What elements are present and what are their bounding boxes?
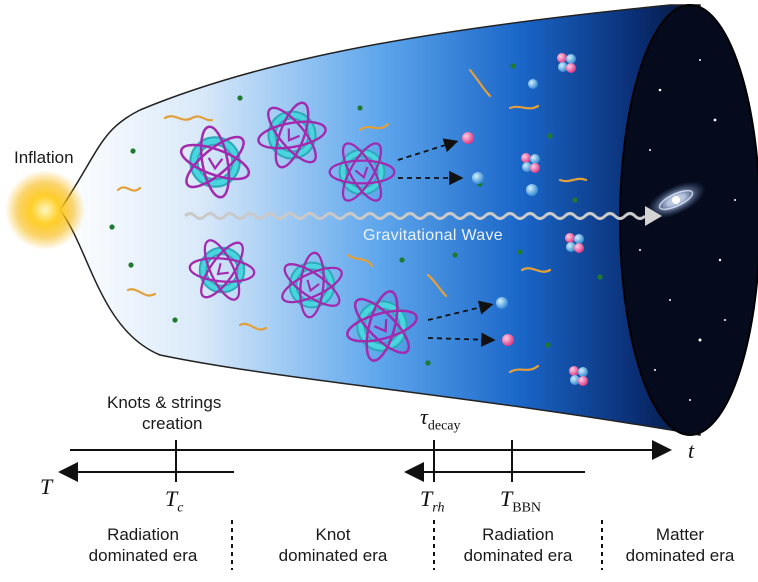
era-line1: Knot — [315, 525, 351, 544]
era-line2: dominated era — [88, 546, 198, 565]
T-axis-label: T — [40, 474, 53, 499]
nucleus-icon — [521, 53, 588, 386]
gravitational-wave-label: Gravitational Wave — [363, 227, 503, 244]
wave-arrow-head — [645, 206, 662, 226]
era-line2: dominated era — [625, 546, 735, 565]
galaxy-icon — [646, 181, 706, 219]
stars — [639, 59, 736, 401]
knots-creation-label-1: Knots & strings — [107, 393, 222, 412]
sun-glow-icon — [5, 170, 85, 250]
era-radiation-2: Radiation dominated era — [443, 524, 593, 566]
era-radiation-1: Radiation dominated era — [68, 524, 218, 566]
era-knot: Knot dominated era — [258, 524, 408, 566]
era-line1: Radiation — [107, 525, 179, 544]
era-matter: Matter dominated era — [605, 524, 755, 566]
era-line1: Radiation — [482, 525, 554, 544]
wave-arrow-icon — [183, 212, 647, 220]
era-separators — [231, 520, 603, 570]
tau-decay-label: τdecay — [420, 404, 461, 434]
axis-ticks — [175, 440, 513, 482]
inflation-label: Inflation — [14, 148, 74, 167]
particle-icon — [462, 79, 538, 346]
era-line2: dominated era — [463, 546, 573, 565]
Tbbn-label: TBBN — [500, 486, 542, 516]
decay-arrows — [397, 138, 496, 347]
t-axis-label: t — [688, 438, 695, 463]
era-line1: Matter — [655, 525, 705, 544]
era-line2: dominated era — [278, 546, 388, 565]
knots-creation-label-2: creation — [142, 414, 203, 433]
Tc-label: Tc — [165, 486, 184, 516]
cosmic-strings — [116, 68, 588, 374]
Trh-label: Trh — [420, 486, 445, 516]
